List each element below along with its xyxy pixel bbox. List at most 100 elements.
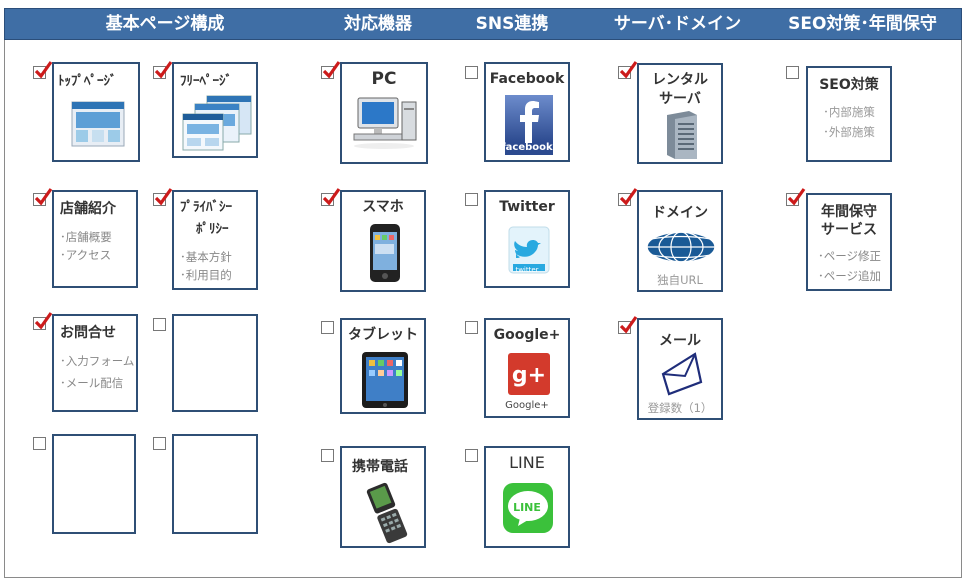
card-title-line1: ﾌﾟﾗｲﾊﾞｼｰ [180, 200, 232, 215]
card-smartphone[interactable]: スマホ [340, 190, 426, 292]
panel-frame [4, 8, 962, 578]
card-subtitle: 登録数（1） [647, 401, 713, 415]
header-seo-maintenance: SEO対策･年間保守 [788, 14, 937, 34]
card-subtitle: 独自URL [657, 273, 703, 287]
flip-phone-icon [366, 482, 408, 544]
server-icon [667, 111, 697, 159]
facebook-logo-text: facebook [501, 142, 553, 153]
card-line: ･入力フォーム [60, 354, 135, 368]
check-mark-icon [154, 188, 173, 206]
card-contact[interactable]: お問合せ ･入力フォーム ･メール配信 [52, 314, 138, 412]
card-title: PC [371, 69, 397, 89]
checkbox-facebook[interactable] [465, 66, 478, 79]
check-mark-icon [34, 312, 53, 330]
checkbox-seo[interactable] [786, 66, 799, 79]
card-feature-phone[interactable]: 携帯電話 [340, 446, 426, 548]
card-empty[interactable] [172, 314, 258, 412]
checkbox-twitter[interactable] [465, 193, 478, 206]
check-mark-icon [322, 188, 341, 206]
check-mark-icon [34, 188, 53, 206]
multi-page-screenshot-icon [182, 95, 252, 151]
header-devices: 対応機器 [344, 14, 412, 34]
check-mark-icon [322, 61, 341, 79]
card-title-line2: サーバ [659, 91, 701, 107]
header-bar [4, 8, 962, 40]
google-plus-logo-text: Google+ [505, 400, 549, 411]
card-title: ドメイン [652, 205, 708, 221]
card-title: Facebook [489, 71, 565, 87]
card-title: ﾄｯﾌﾟﾍﾟｰｼﾞ [58, 74, 117, 89]
line-icon [503, 483, 553, 533]
card-title-line1: 年間保守 [821, 204, 877, 220]
card-title: Twitter [499, 199, 555, 215]
card-facebook[interactable]: Facebook facebook [484, 62, 570, 162]
card-line: ･アクセス [60, 248, 112, 262]
card-line: ･利用目的 [180, 268, 232, 282]
header-server-domain: サーバ･ドメイン [613, 14, 742, 34]
card-privacy-policy[interactable]: ﾌﾟﾗｲﾊﾞｼｰ ﾎﾟﾘｼｰ ･基本方針 ･利用目的 [172, 190, 258, 290]
card-line[interactable]: LINE LINE [484, 446, 570, 548]
svg-text:g+: g+ [512, 363, 546, 388]
card-title: SEO対策 [819, 77, 879, 93]
checkbox-tablet[interactable] [321, 321, 334, 334]
card-empty[interactable] [52, 434, 136, 534]
webpage-screenshot-icon [71, 101, 125, 147]
card-title: 店舗紹介 [60, 201, 116, 217]
card-title: Google+ [493, 327, 561, 343]
card-title: LINE [509, 453, 545, 472]
card-title: お問合せ [60, 325, 116, 341]
card-free-page[interactable]: ﾌﾘｰﾍﾟｰｼﾞ [172, 62, 258, 158]
google-plus-icon: g+ [508, 353, 550, 395]
card-empty[interactable] [172, 434, 258, 534]
tablet-icon [362, 352, 408, 408]
card-top-page[interactable]: ﾄｯﾌﾟﾍﾟｰｼﾞ [52, 62, 140, 162]
card-domain[interactable]: ドメイン 独自URL [637, 190, 723, 292]
twitter-icon [508, 226, 550, 274]
card-title: スマホ [362, 199, 404, 215]
card-title: 携帯電話 [352, 459, 408, 475]
card-title: ﾌﾘｰﾍﾟｰｼﾞ [180, 74, 232, 89]
envelope-icon [661, 352, 703, 396]
checkbox-empty[interactable] [153, 437, 166, 450]
card-title-line1: レンタル [652, 72, 708, 88]
card-seo[interactable]: SEO対策 ･内部施策 ･外部施策 [806, 66, 892, 162]
header-sns: SNS連携 [475, 14, 549, 34]
card-annual-maintenance[interactable]: 年間保守 サービス ･ページ修正 ･ページ追加 [806, 193, 892, 291]
pc-icon [353, 97, 417, 149]
card-title: タブレット [348, 327, 418, 343]
check-mark-icon [619, 61, 638, 79]
line-logo-text: LINE [513, 501, 541, 514]
card-google-plus[interactable]: Google+ g+ Google+ [484, 318, 570, 418]
facebook-icon [505, 95, 553, 155]
card-line: ･内部施策 [823, 105, 875, 119]
card-line: ･ページ修正 [818, 249, 882, 263]
twitter-logo-text: twitter [515, 266, 539, 274]
card-line: ･基本方針 [180, 250, 232, 264]
check-mark-icon [154, 61, 173, 79]
smartphone-icon [370, 224, 400, 282]
checkbox-google-plus[interactable] [465, 321, 478, 334]
checkbox-empty[interactable] [153, 318, 166, 331]
checkbox-empty[interactable] [33, 437, 46, 450]
check-mark-icon [34, 61, 53, 79]
card-line: ･外部施策 [823, 125, 875, 139]
card-title: メール [659, 333, 701, 349]
card-title-line2: ﾎﾟﾘｼｰ [196, 222, 229, 237]
checkbox-line[interactable] [465, 449, 478, 462]
card-line: ･メール配信 [60, 376, 124, 390]
card-pc[interactable]: PC [340, 62, 428, 164]
card-title-line2: サービス [821, 222, 877, 238]
card-twitter[interactable]: Twitter twitter [484, 190, 570, 288]
check-mark-icon [619, 188, 638, 206]
card-shop-intro[interactable]: 店舗紹介 ･店舗概要 ･アクセス [52, 190, 138, 288]
card-rental-server[interactable]: レンタル サーバ [637, 63, 723, 164]
globe-icon [646, 231, 716, 263]
checkbox-feature-phone[interactable] [321, 449, 334, 462]
card-line: ･ページ追加 [818, 269, 882, 283]
card-mail[interactable]: メール 登録数（1） [637, 318, 723, 420]
card-tablet[interactable]: タブレット [340, 318, 426, 414]
check-mark-icon [787, 188, 806, 206]
header-basic-pages: 基本ページ構成 [105, 14, 225, 34]
card-line: ･店舗概要 [60, 230, 112, 244]
check-mark-icon [619, 316, 638, 334]
